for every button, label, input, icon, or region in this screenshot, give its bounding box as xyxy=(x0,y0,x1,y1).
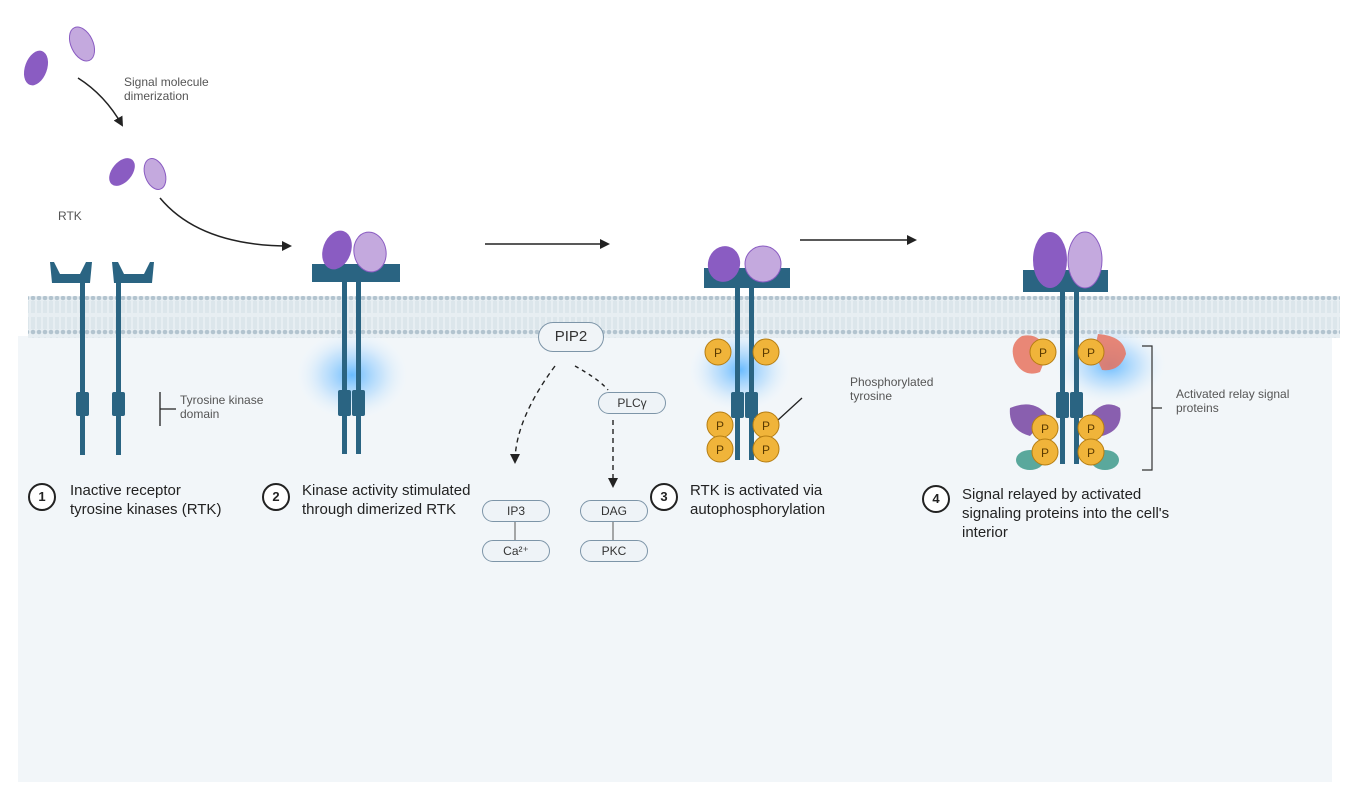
rtk-label: RTK xyxy=(58,209,82,223)
ca-label: Ca²⁺ xyxy=(482,540,550,562)
phosphate-group-6: P xyxy=(752,435,780,463)
phosphate-group-11: P xyxy=(1031,438,1059,466)
phosphate-group-5: P xyxy=(706,435,734,463)
signal-dimerization-label: Signal molecule dimerization xyxy=(124,75,209,103)
phosphate-group-7: P xyxy=(1029,338,1057,366)
step-2-number: 2 xyxy=(262,483,290,511)
phosphate-group-12: P xyxy=(1077,438,1105,466)
tk-domain-label: Tyrosine kinase domain xyxy=(180,393,264,421)
svg-text:P: P xyxy=(1087,446,1095,460)
kinase-glow-2 xyxy=(292,327,412,423)
arrow-to-dimer xyxy=(77,77,123,127)
pointer-phospho-tyrosine xyxy=(777,397,803,421)
step-4-caption: Signal relayed by activated signaling pr… xyxy=(962,486,1170,541)
ligand-free-light xyxy=(68,26,96,62)
phosphate-group-9: P xyxy=(1031,414,1059,442)
receptor-dimer-3 xyxy=(704,245,790,460)
svg-text:P: P xyxy=(762,419,770,433)
step-3-number: 3 xyxy=(650,483,678,511)
step-2-caption: Kinase activity stimulated through dimer… xyxy=(302,482,471,518)
svg-text:P: P xyxy=(1041,446,1049,460)
step-4-number: 4 xyxy=(922,485,950,513)
activated-relay-label: Activated relay signal proteins xyxy=(1176,387,1290,415)
svg-text:P: P xyxy=(716,419,724,433)
pip2-label: PIP2 xyxy=(538,322,604,352)
svg-text:P: P xyxy=(714,346,722,360)
ligand-dimer-dark xyxy=(109,158,135,186)
step-1-caption: Inactive receptor tyrosine kinases (RTK) xyxy=(70,482,222,518)
phospho-tyrosine-label: Phosphorylated tyrosine xyxy=(850,375,934,403)
ligand-dimer-light xyxy=(143,158,167,190)
plcy-label: PLCγ xyxy=(598,392,666,414)
phosphate-group-4: P xyxy=(752,411,780,439)
svg-text:P: P xyxy=(762,443,770,457)
tk-domain-bracket xyxy=(159,392,176,426)
ligand-free-dark xyxy=(23,50,49,86)
arrow-to-receptor xyxy=(159,197,292,251)
arrow-pip2-to-ip3 xyxy=(510,365,556,464)
svg-text:P: P xyxy=(762,346,770,360)
receptor-dimer-4 xyxy=(1023,231,1108,464)
step-1-number: 1 xyxy=(28,483,56,511)
phosphate-group-3: P xyxy=(706,411,734,439)
pkc-label: PKC xyxy=(580,540,648,562)
svg-text:P: P xyxy=(1039,346,1047,360)
ip3-label: IP3 xyxy=(482,500,550,522)
arrow-pip2-to-plcy xyxy=(574,365,609,391)
svg-text:P: P xyxy=(1041,422,1049,436)
phosphate-group-2: P xyxy=(752,338,780,366)
dag-label: DAG xyxy=(580,500,648,522)
phosphate-group-8: P xyxy=(1077,338,1105,366)
receptor-monomer-right xyxy=(112,262,154,455)
step-3-caption: RTK is activated via autophosphorylation xyxy=(690,482,826,518)
relay-bracket xyxy=(1142,345,1162,471)
svg-text:P: P xyxy=(1087,422,1095,436)
phosphate-group-1: P xyxy=(704,338,732,366)
receptor-monomer-left xyxy=(50,262,92,455)
phosphate-group-10: P xyxy=(1077,414,1105,442)
svg-text:P: P xyxy=(716,443,724,457)
svg-text:P: P xyxy=(1087,346,1095,360)
receptor-dimer-2 xyxy=(312,230,400,454)
